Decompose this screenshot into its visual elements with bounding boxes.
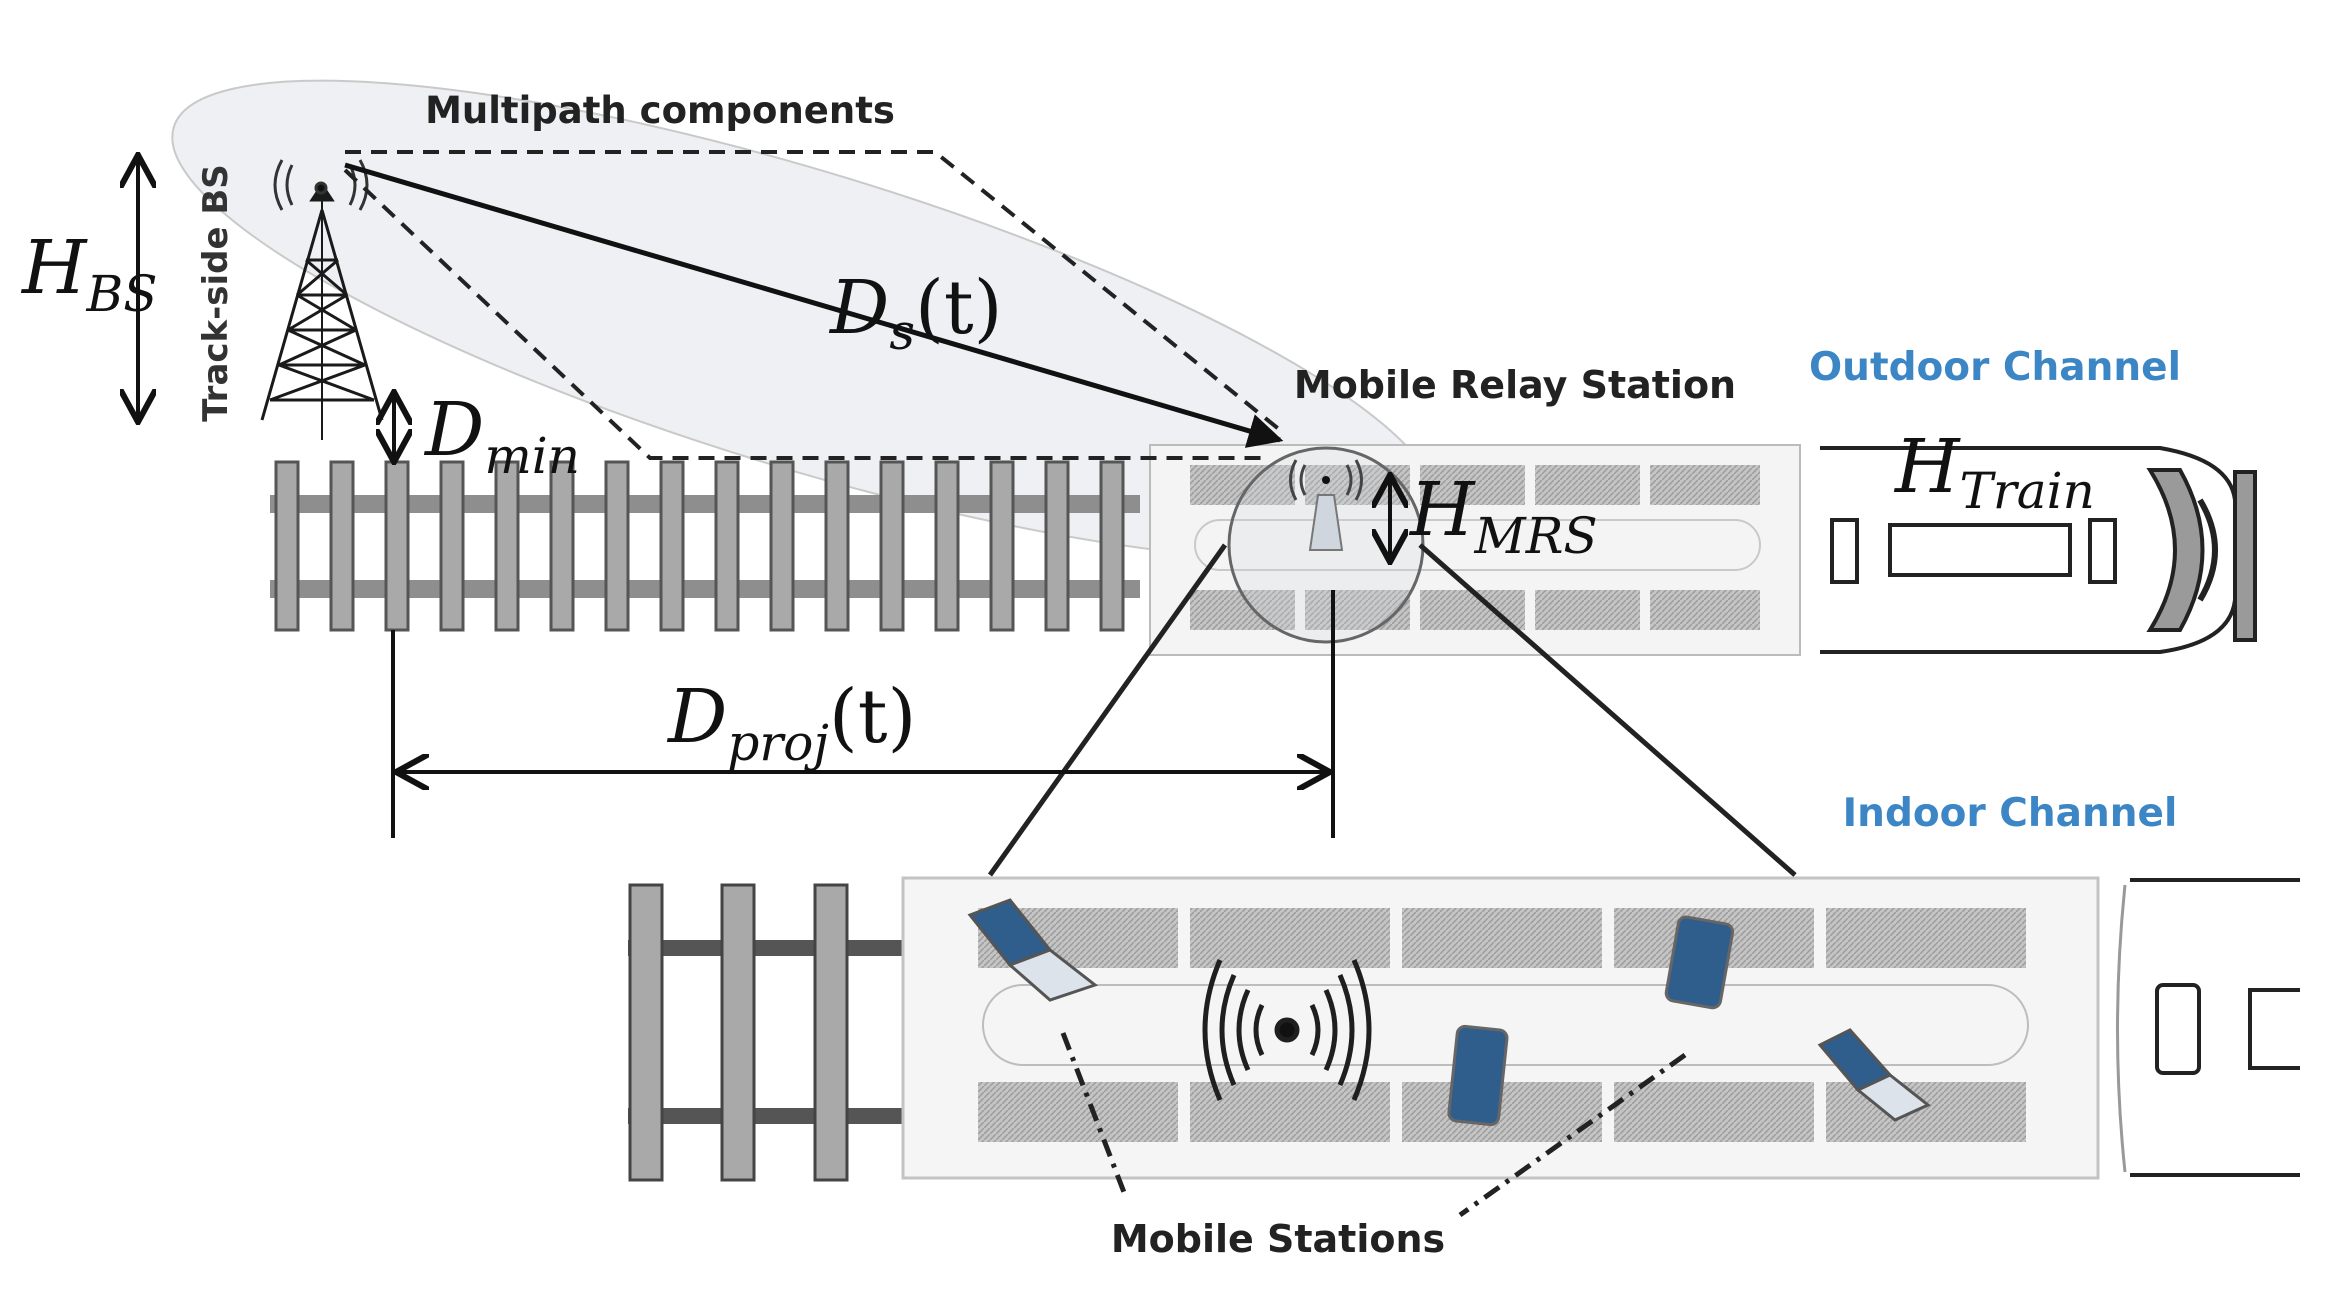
laptop-icon <box>967 898 1099 1002</box>
h-bs-math-label: HBS <box>20 225 158 323</box>
tablet-icon <box>1664 915 1735 1010</box>
outdoor-channel-label: Outdoor Channel <box>1809 345 2181 390</box>
laptop-icon-2 <box>1817 1028 1931 1122</box>
indoor-locomotive <box>2116 878 2300 1177</box>
outdoor-railway-track <box>270 460 1140 632</box>
multipath-lines <box>343 150 1282 460</box>
tower-icon <box>260 182 384 440</box>
zoom-line-right <box>1418 543 1797 877</box>
outdoor-locomotive <box>1820 446 2257 654</box>
multipath-label: Multipath components <box>425 89 895 132</box>
indoor-railway-track <box>628 883 913 1182</box>
mobile-relay-station-label: Mobile Relay Station <box>1294 363 1736 407</box>
mrs-antenna-icon <box>1289 459 1363 551</box>
mobile-stations-pointers <box>1060 1032 1687 1218</box>
zoom-line-left <box>987 543 1228 877</box>
d-min-math-label: Dmin <box>423 387 580 485</box>
h-train-math-label: HTrain <box>1893 424 2095 520</box>
mobile-stations-label: Mobile Stations <box>1111 1217 1445 1261</box>
indoor-channel-label: Indoor Channel <box>1843 791 2178 836</box>
direct-path-line <box>344 162 1284 448</box>
h-mrs-math-label: HMRS <box>1408 467 1598 565</box>
signal-waves-icon <box>1202 959 1372 1101</box>
phone-icon <box>1447 1024 1509 1127</box>
d-proj-math-label: Dproj(t) <box>666 674 916 772</box>
track-side-bs-label: Track-side BS <box>196 164 236 422</box>
indoor-train-car <box>901 876 2100 1180</box>
d-s-math-label: Ds(t) <box>828 265 1003 361</box>
